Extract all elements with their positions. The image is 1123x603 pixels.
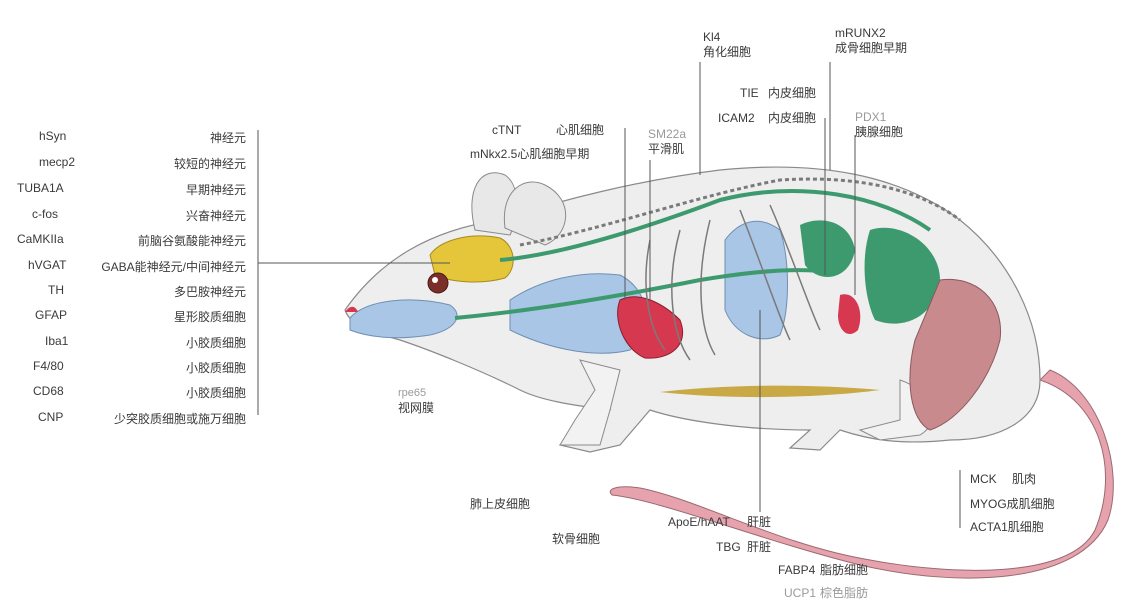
marker-name: hVGAT xyxy=(28,258,66,272)
cell-type: 前脑谷氨酸能神经元 xyxy=(138,232,246,249)
marker-row: CNP 少突胶质细胞或施万细胞 xyxy=(0,410,260,428)
marker-name: CNP xyxy=(38,410,63,424)
cell-type: 小胶质细胞 xyxy=(186,359,246,376)
cell-type: 星形胶质细胞 xyxy=(174,308,246,325)
marker-row: TH 多巴胺神经元 xyxy=(0,283,260,301)
cell-type: 神经元 xyxy=(210,129,246,146)
ucp1-marker: UCP1 xyxy=(784,586,816,600)
fabp4-marker: FABP4 xyxy=(778,563,815,577)
ctnt-cell: 心肌细胞 xyxy=(556,123,604,137)
tie-marker: TIE xyxy=(740,86,759,100)
cell-type: 小胶质细胞 xyxy=(186,334,246,351)
rpe65-marker: rpe65 xyxy=(398,386,426,400)
apoe-marker: ApoE/hAAT xyxy=(668,515,730,529)
icam-marker: ICAM2 xyxy=(718,111,755,125)
marker-name: mecp2 xyxy=(39,155,75,169)
marker-name: TUBA1A xyxy=(17,181,64,195)
eye xyxy=(428,273,448,293)
marker-row: mecp2 较短的神经元 xyxy=(0,155,260,173)
cell-type: 早期神经元 xyxy=(186,181,246,198)
retina-cell: 视网膜 xyxy=(398,401,434,415)
tbg-cell: 肝脏 xyxy=(747,540,771,554)
marker-row: F4/80 小胶质细胞 xyxy=(0,359,260,377)
marker-name: TH xyxy=(48,283,64,297)
cell-type: 兴奋神经元 xyxy=(186,207,246,224)
ctnt-marker: cTNT xyxy=(492,123,521,137)
cartilage-cell: 软骨细胞 xyxy=(552,532,600,546)
icam-cell: 内皮细胞 xyxy=(768,111,816,125)
tie-cell: 内皮细胞 xyxy=(768,86,816,100)
marker-row: hSyn 神经元 xyxy=(0,129,260,147)
marker-name: CaMKIIa xyxy=(17,232,64,246)
marker-row: c-fos 兴奋神经元 xyxy=(0,207,260,225)
myog-label: MYOG成肌细胞 xyxy=(970,497,1055,511)
cell-type: 少突胶质细胞或施万细胞 xyxy=(114,410,246,427)
marker-name: GFAP xyxy=(35,308,67,322)
k14-marker: Kl4 xyxy=(703,30,720,44)
sm22a-marker: SM22a xyxy=(648,127,686,141)
pdx1-marker: PDX1 xyxy=(855,110,886,124)
marker-row: GFAP 星形胶质细胞 xyxy=(0,308,260,326)
k14-cell: 角化细胞 xyxy=(703,45,751,59)
pdx1-cell: 胰腺细胞 xyxy=(855,125,903,139)
cell-type: 较短的神经元 xyxy=(174,155,246,172)
runx2-marker: mRUNX2 xyxy=(835,26,886,40)
lung-cell: 肺上皮细胞 xyxy=(470,497,530,511)
cell-type: 小胶质细胞 xyxy=(186,384,246,401)
marker-row: CaMKIIa 前脑谷氨酸能神经元 xyxy=(0,232,260,250)
acta1-label: ACTA1肌细胞 xyxy=(970,520,1044,534)
marker-row: hVGAT GABA能神经元/中间神经元 xyxy=(0,258,260,276)
liver xyxy=(725,221,788,339)
runx2-cell: 成骨细胞早期 xyxy=(835,41,907,55)
fabp4-cell: 脂肪细胞 xyxy=(820,563,868,577)
marker-row: Iba1 小胶质细胞 xyxy=(0,334,260,352)
ucp1-cell: 棕色脂肪 xyxy=(820,586,868,600)
apoe-cell: 肝脏 xyxy=(747,515,771,529)
marker-name: hSyn xyxy=(39,129,66,143)
tbg-marker: TBG xyxy=(716,540,741,554)
cell-type: 多巴胺神经元 xyxy=(174,283,246,300)
marker-name: c-fos xyxy=(32,207,58,221)
sm22a-cell: 平滑肌 xyxy=(648,142,684,156)
marker-name: CD68 xyxy=(33,384,64,398)
mck-marker: MCK xyxy=(970,472,997,486)
mck-cell: 肌肉 xyxy=(1012,472,1036,486)
marker-row: TUBA1A 早期神经元 xyxy=(0,181,260,199)
marker-name: F4/80 xyxy=(33,359,64,373)
cell-type: GABA能神经元/中间神经元 xyxy=(101,258,246,275)
marker-name: Iba1 xyxy=(45,334,68,348)
nkx-label: mNkx2.5心肌细胞早期 xyxy=(470,147,589,161)
marker-row: CD68 小胶质细胞 xyxy=(0,384,260,402)
